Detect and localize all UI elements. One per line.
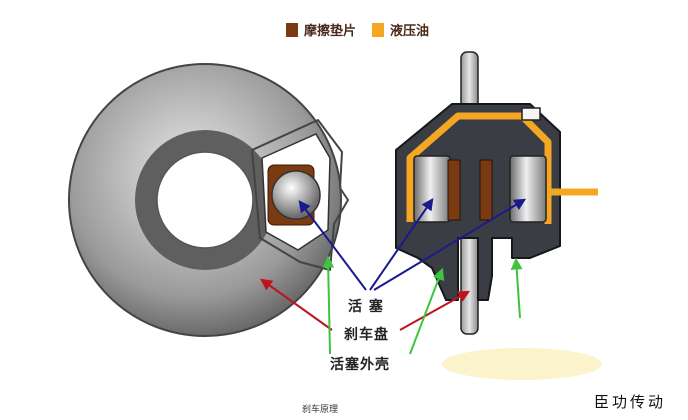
disc-hub-hole: [156, 151, 254, 249]
housing-arrow-1: [322, 255, 335, 355]
brake-disc-label: 刹车盘: [344, 327, 389, 343]
highlight-blob: [442, 348, 602, 380]
housing-arrow-3: [510, 257, 523, 319]
piston-arrow-3: [373, 198, 527, 291]
legend-friction-pad-label: 摩擦垫片: [304, 24, 357, 39]
caliper-outline: [251, 119, 349, 271]
piston-arrow-1: [298, 200, 367, 291]
disc-arrow-2: [399, 290, 471, 331]
disc-arrow-1: [260, 278, 333, 331]
legend-hydraulic-oil-label: 液压油: [390, 24, 430, 39]
piston-arrows: [298, 198, 527, 291]
figure-caption: 刹车原理: [302, 405, 339, 415]
disc-front-view: [68, 63, 349, 337]
hydraulic-oil-path: [406, 112, 598, 224]
housing-arrows: [322, 255, 523, 355]
housing-arrow-2: [409, 267, 445, 355]
oil-port: [521, 107, 541, 121]
watermark: 臣功传动: [593, 393, 666, 411]
right-piston: [509, 155, 547, 223]
piston-arrow-2: [369, 198, 434, 291]
legend: 摩擦垫片 液压油: [286, 20, 439, 39]
piston-housing-label: 活塞外壳: [330, 357, 390, 373]
piston-label: 活 塞: [348, 299, 384, 315]
left-piston: [413, 155, 451, 223]
piston-front: [271, 170, 321, 220]
caliper-section: [395, 51, 598, 335]
right-friction-pad: [479, 159, 493, 221]
friction-pad-swatch: [286, 22, 298, 37]
disc-arrows: [260, 278, 471, 331]
hydraulic-oil-swatch: [372, 22, 385, 37]
left-friction-pad: [447, 159, 461, 221]
